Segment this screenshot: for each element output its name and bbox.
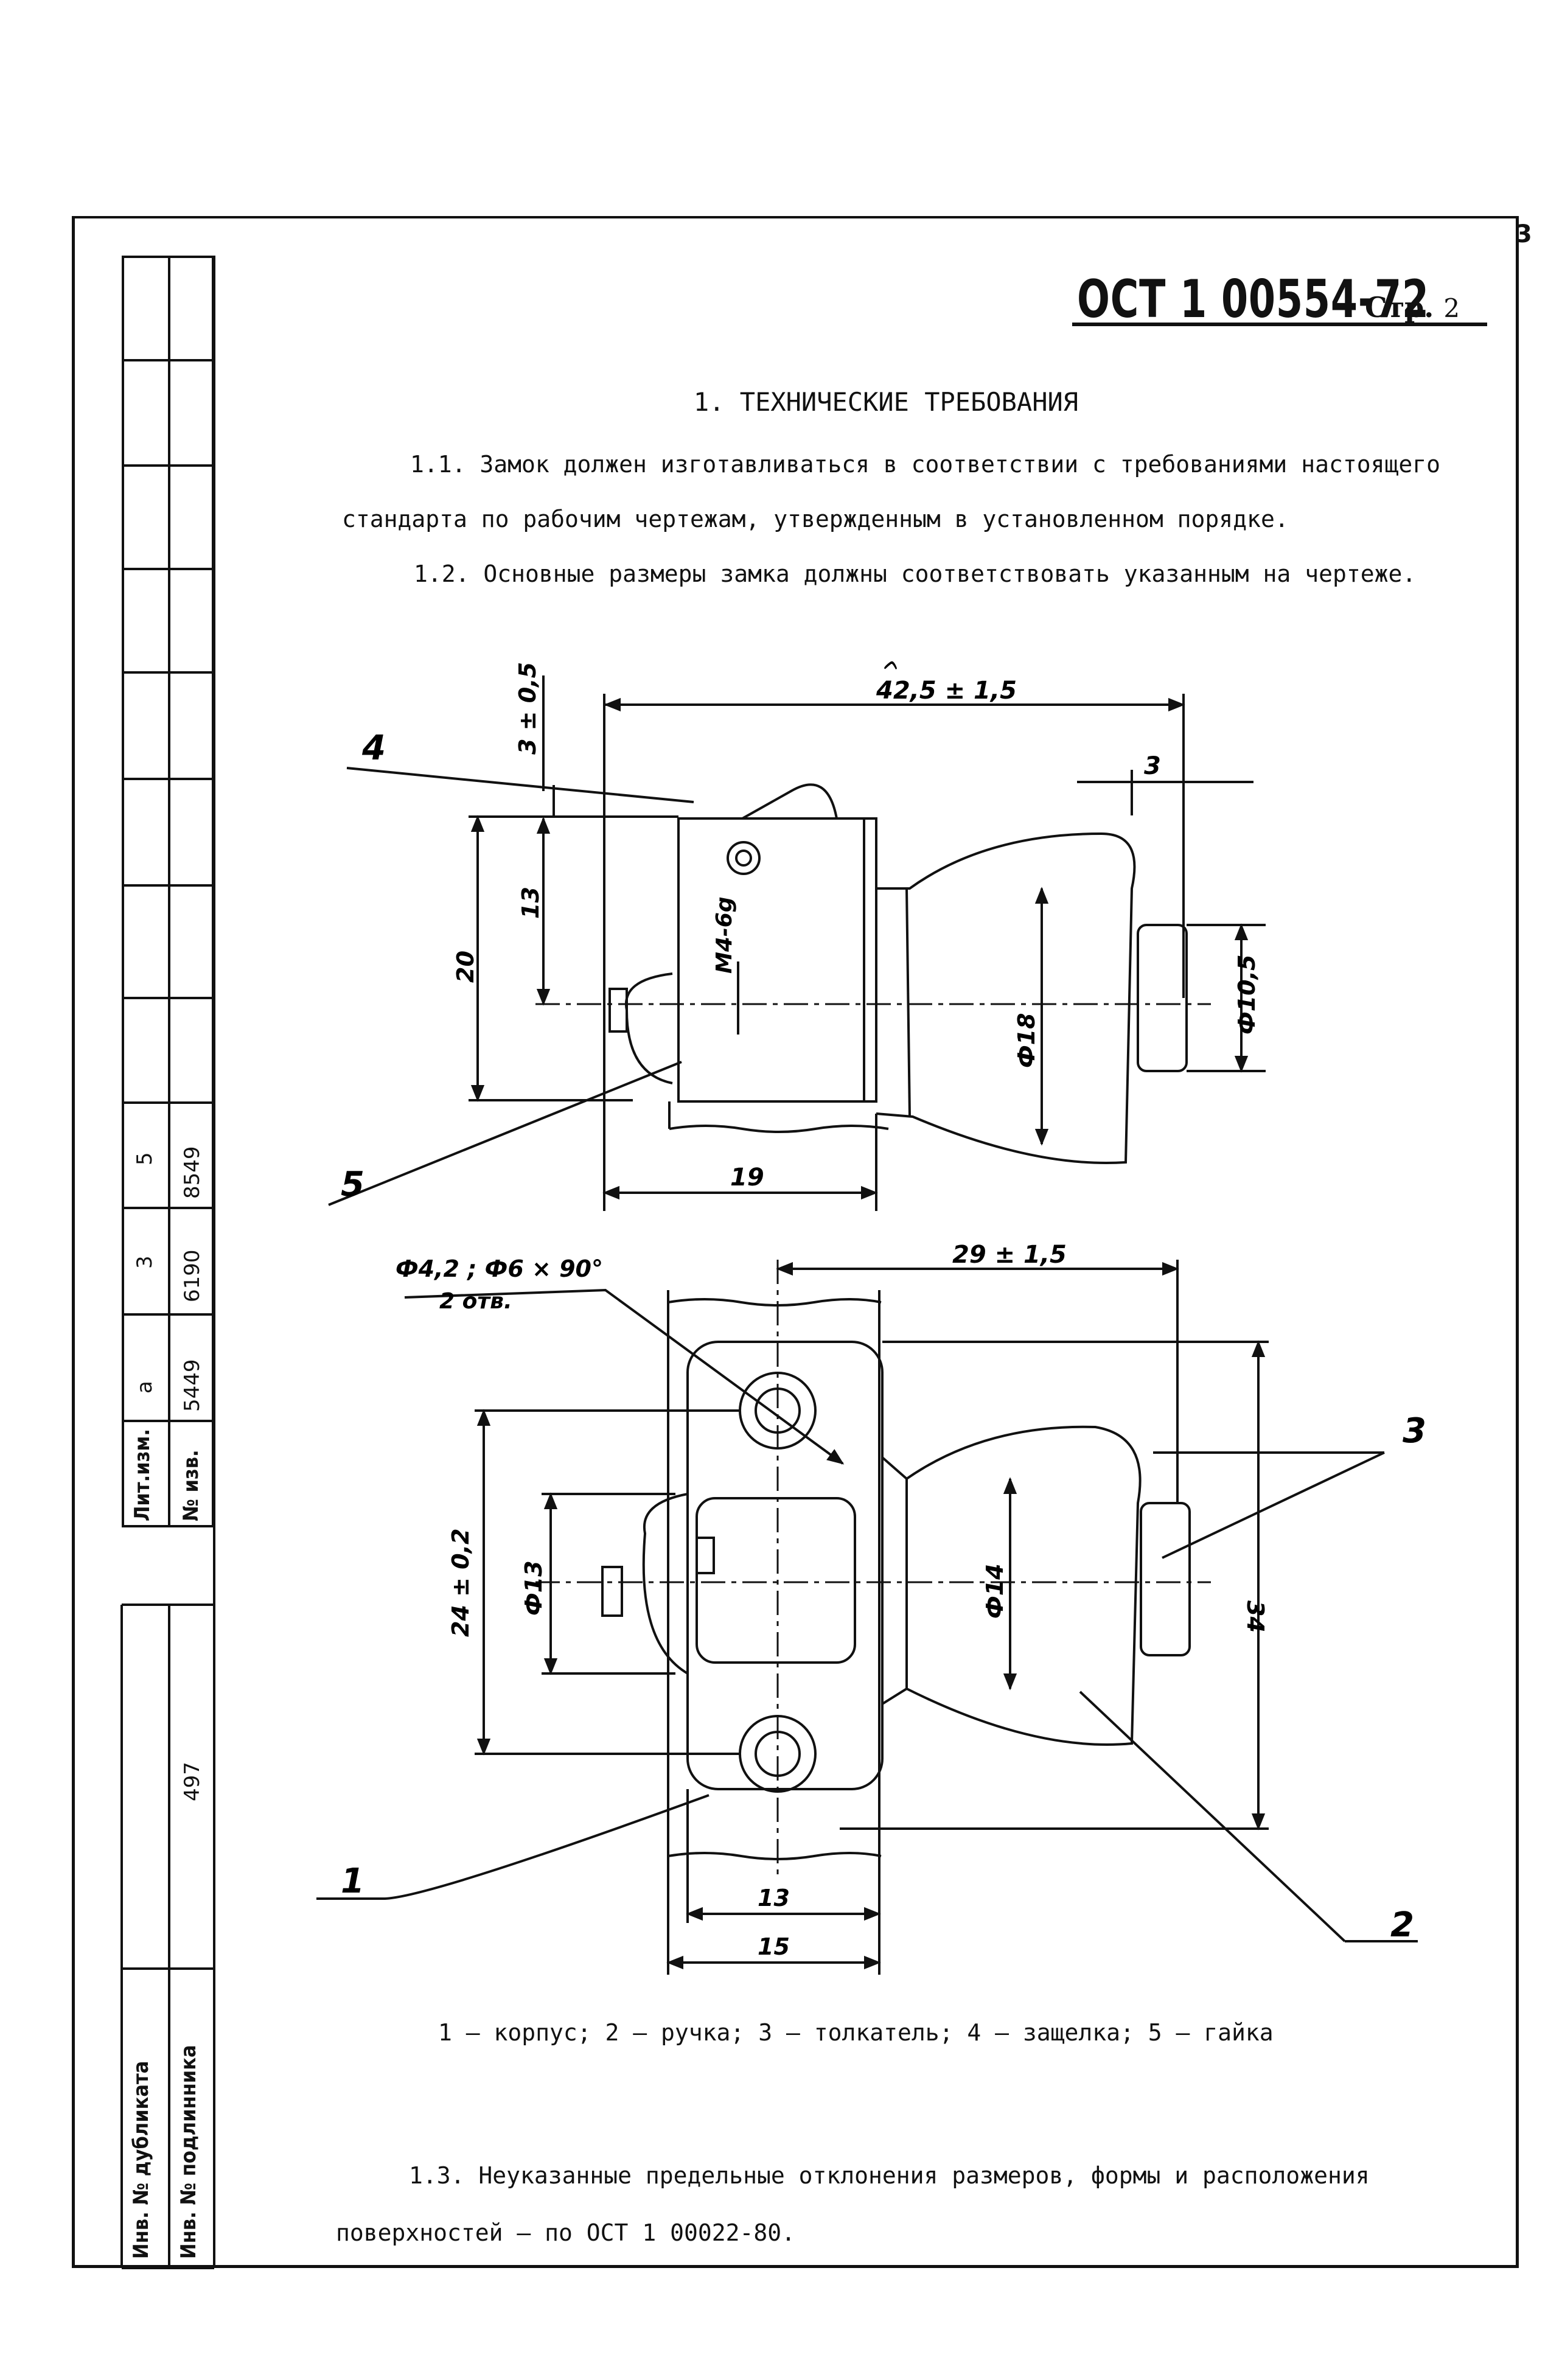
callout-4-latch: 4	[361, 728, 386, 768]
dim-length-29: 29 ± 1,5	[952, 1241, 1067, 1269]
page-reference: Стр. 2	[1365, 291, 1460, 324]
dim-nut-diameter: Ф13	[520, 1560, 547, 1616]
revision-tick: ᨈ	[884, 653, 899, 674]
dim-height-13: 13	[517, 887, 544, 919]
parts-legend: 1 – корпус; 2 – ручка; 3 – толкатель; 4 …	[438, 2019, 1274, 2046]
dim-holes-count: 2 отв.	[439, 1289, 512, 1314]
dim-overall-length: 42,5 ± 1,5	[876, 677, 1017, 705]
dim-pusher-diameter: Ф10,5	[1233, 955, 1260, 1035]
header-rule	[1072, 323, 1487, 326]
dim-holes-spec: Ф4,2 ; Ф6 × 90°	[396, 1255, 603, 1282]
dim-height-20: 20	[452, 951, 479, 983]
sheet-number: 3	[1515, 220, 1532, 248]
bottom-view	[316, 1260, 1418, 1975]
dim-latch-height: 3 ± 0,5	[514, 662, 541, 755]
callout-3-pusher: 3	[1403, 1411, 1426, 1451]
standard-designation: ОСТ 1 00554-72	[1077, 269, 1429, 330]
top-view	[328, 675, 1266, 1211]
paragraph-1-3: 1.3. Неуказанные предельные отклонения р…	[336, 2162, 1370, 2246]
page-number: 2	[1443, 293, 1460, 323]
callout-2-handle: 2	[1390, 1905, 1414, 1945]
dim-outer-width: 15	[758, 1933, 790, 1960]
dim-pusher-length: 3	[1144, 752, 1161, 780]
callout-5-nut: 5	[341, 1165, 364, 1204]
section-title: 1. ТЕХНИЧЕСКИЕ ТРЕБОВАНИЯ	[693, 387, 1079, 417]
dim-handle-diameter: Ф18	[1013, 1013, 1040, 1068]
dim-base-width: 19	[730, 1164, 764, 1192]
paragraph-1-2: 1.2. Основные размеры замка должны соотв…	[414, 560, 1417, 587]
dim-thread: М4-6g	[712, 896, 737, 974]
drawing-frame	[72, 216, 1519, 2268]
dim-height-34: 34	[1242, 1600, 1269, 1633]
dim-handle-diameter-14: Ф14	[981, 1563, 1008, 1619]
paragraph-1-1: 1.1. Замок должен изготавливаться в соот…	[342, 451, 1440, 532]
page-label: Стр.	[1365, 291, 1434, 324]
dim-hole-spacing: 24 ± 0,2	[447, 1529, 474, 1638]
callout-1-body: 1	[341, 1862, 364, 1901]
dim-inner-width: 13	[758, 1885, 790, 1911]
